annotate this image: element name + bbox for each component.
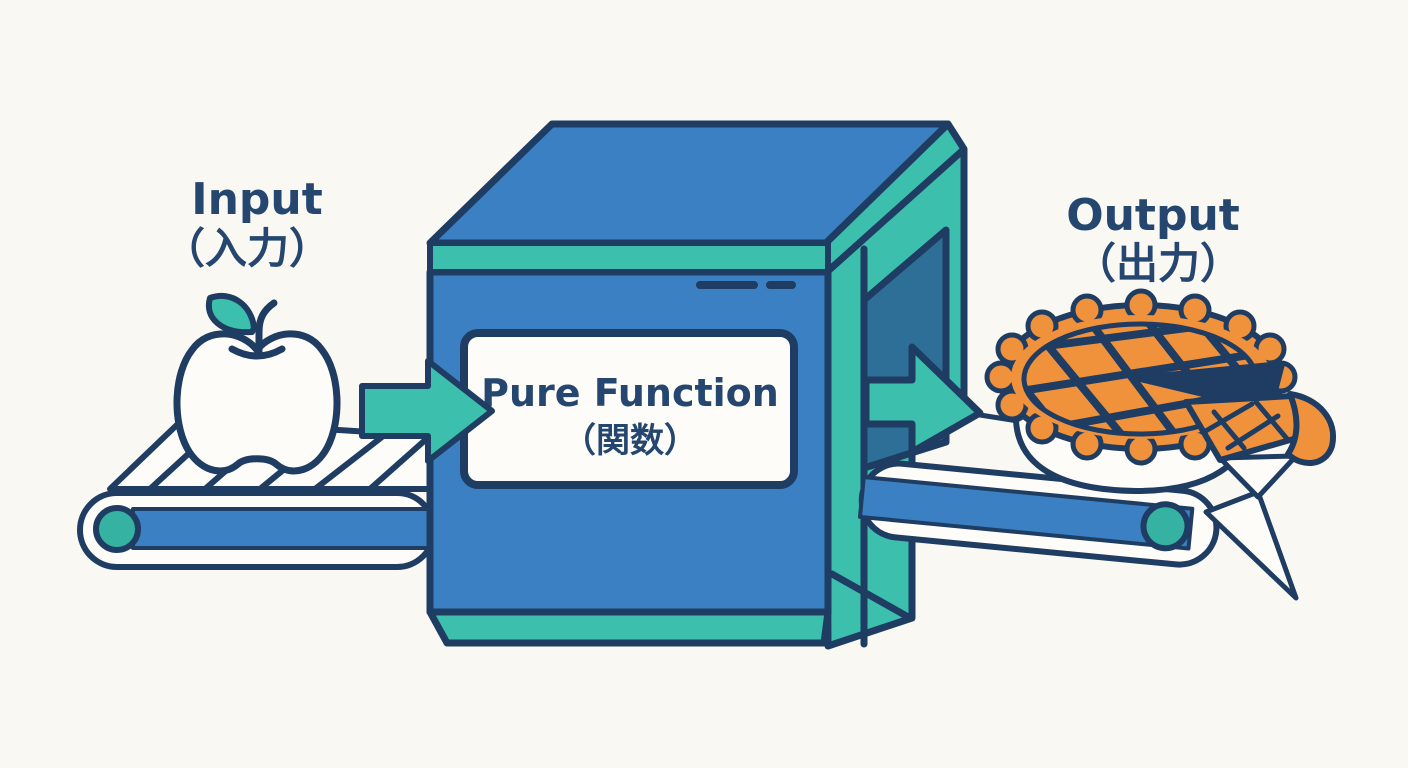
pie-scallop [1124,432,1158,466]
output-label-ja: （出力） [1074,239,1242,288]
input-label-ja: （入力） [163,224,331,273]
pie-slice-icon [1183,391,1337,500]
leaf-icon [205,293,257,336]
apple-body [173,330,341,475]
conveyor-hatch-line [312,430,390,492]
slice-filling [1217,453,1299,500]
roller-left [93,505,141,553]
machine-bottom-band [426,608,832,647]
apple-icon [173,293,341,475]
roller-right [1140,501,1191,552]
pie-icon [984,288,1337,601]
apple-dimple [228,345,286,360]
machine-top-band [427,240,831,275]
pie-lattice-line [1024,326,1256,354]
function-label-en: Pure Function [481,371,779,415]
input-label: Input （入力） [163,174,331,273]
apple-stem [255,299,278,356]
machine-foot-edge [828,570,914,622]
slice-lattice-line [1253,399,1291,443]
conveyor-hatch-line [367,431,435,492]
slice-lattice-lines [1201,399,1291,451]
pie-lattice-line [1031,326,1134,436]
pie-slice-tail [1203,489,1299,601]
output-arrow-icon [862,343,984,456]
input-label-en: Input [191,174,323,225]
slice-lattice-line [1201,401,1255,435]
input-arrow-icon [359,358,495,464]
pie-scallop [984,360,1018,394]
slice-crust-end [1285,391,1337,467]
slice-lattice-line [1211,409,1247,451]
output-label-en: Output [1066,190,1240,241]
function-label-ja: （関数） [562,421,698,461]
output-label: Output （出力） [1066,190,1242,288]
pie-lattice-line [1081,326,1189,436]
machine-rim-inner-edge [824,147,966,275]
belt-left [131,507,436,550]
pie-scallop [1124,288,1158,322]
